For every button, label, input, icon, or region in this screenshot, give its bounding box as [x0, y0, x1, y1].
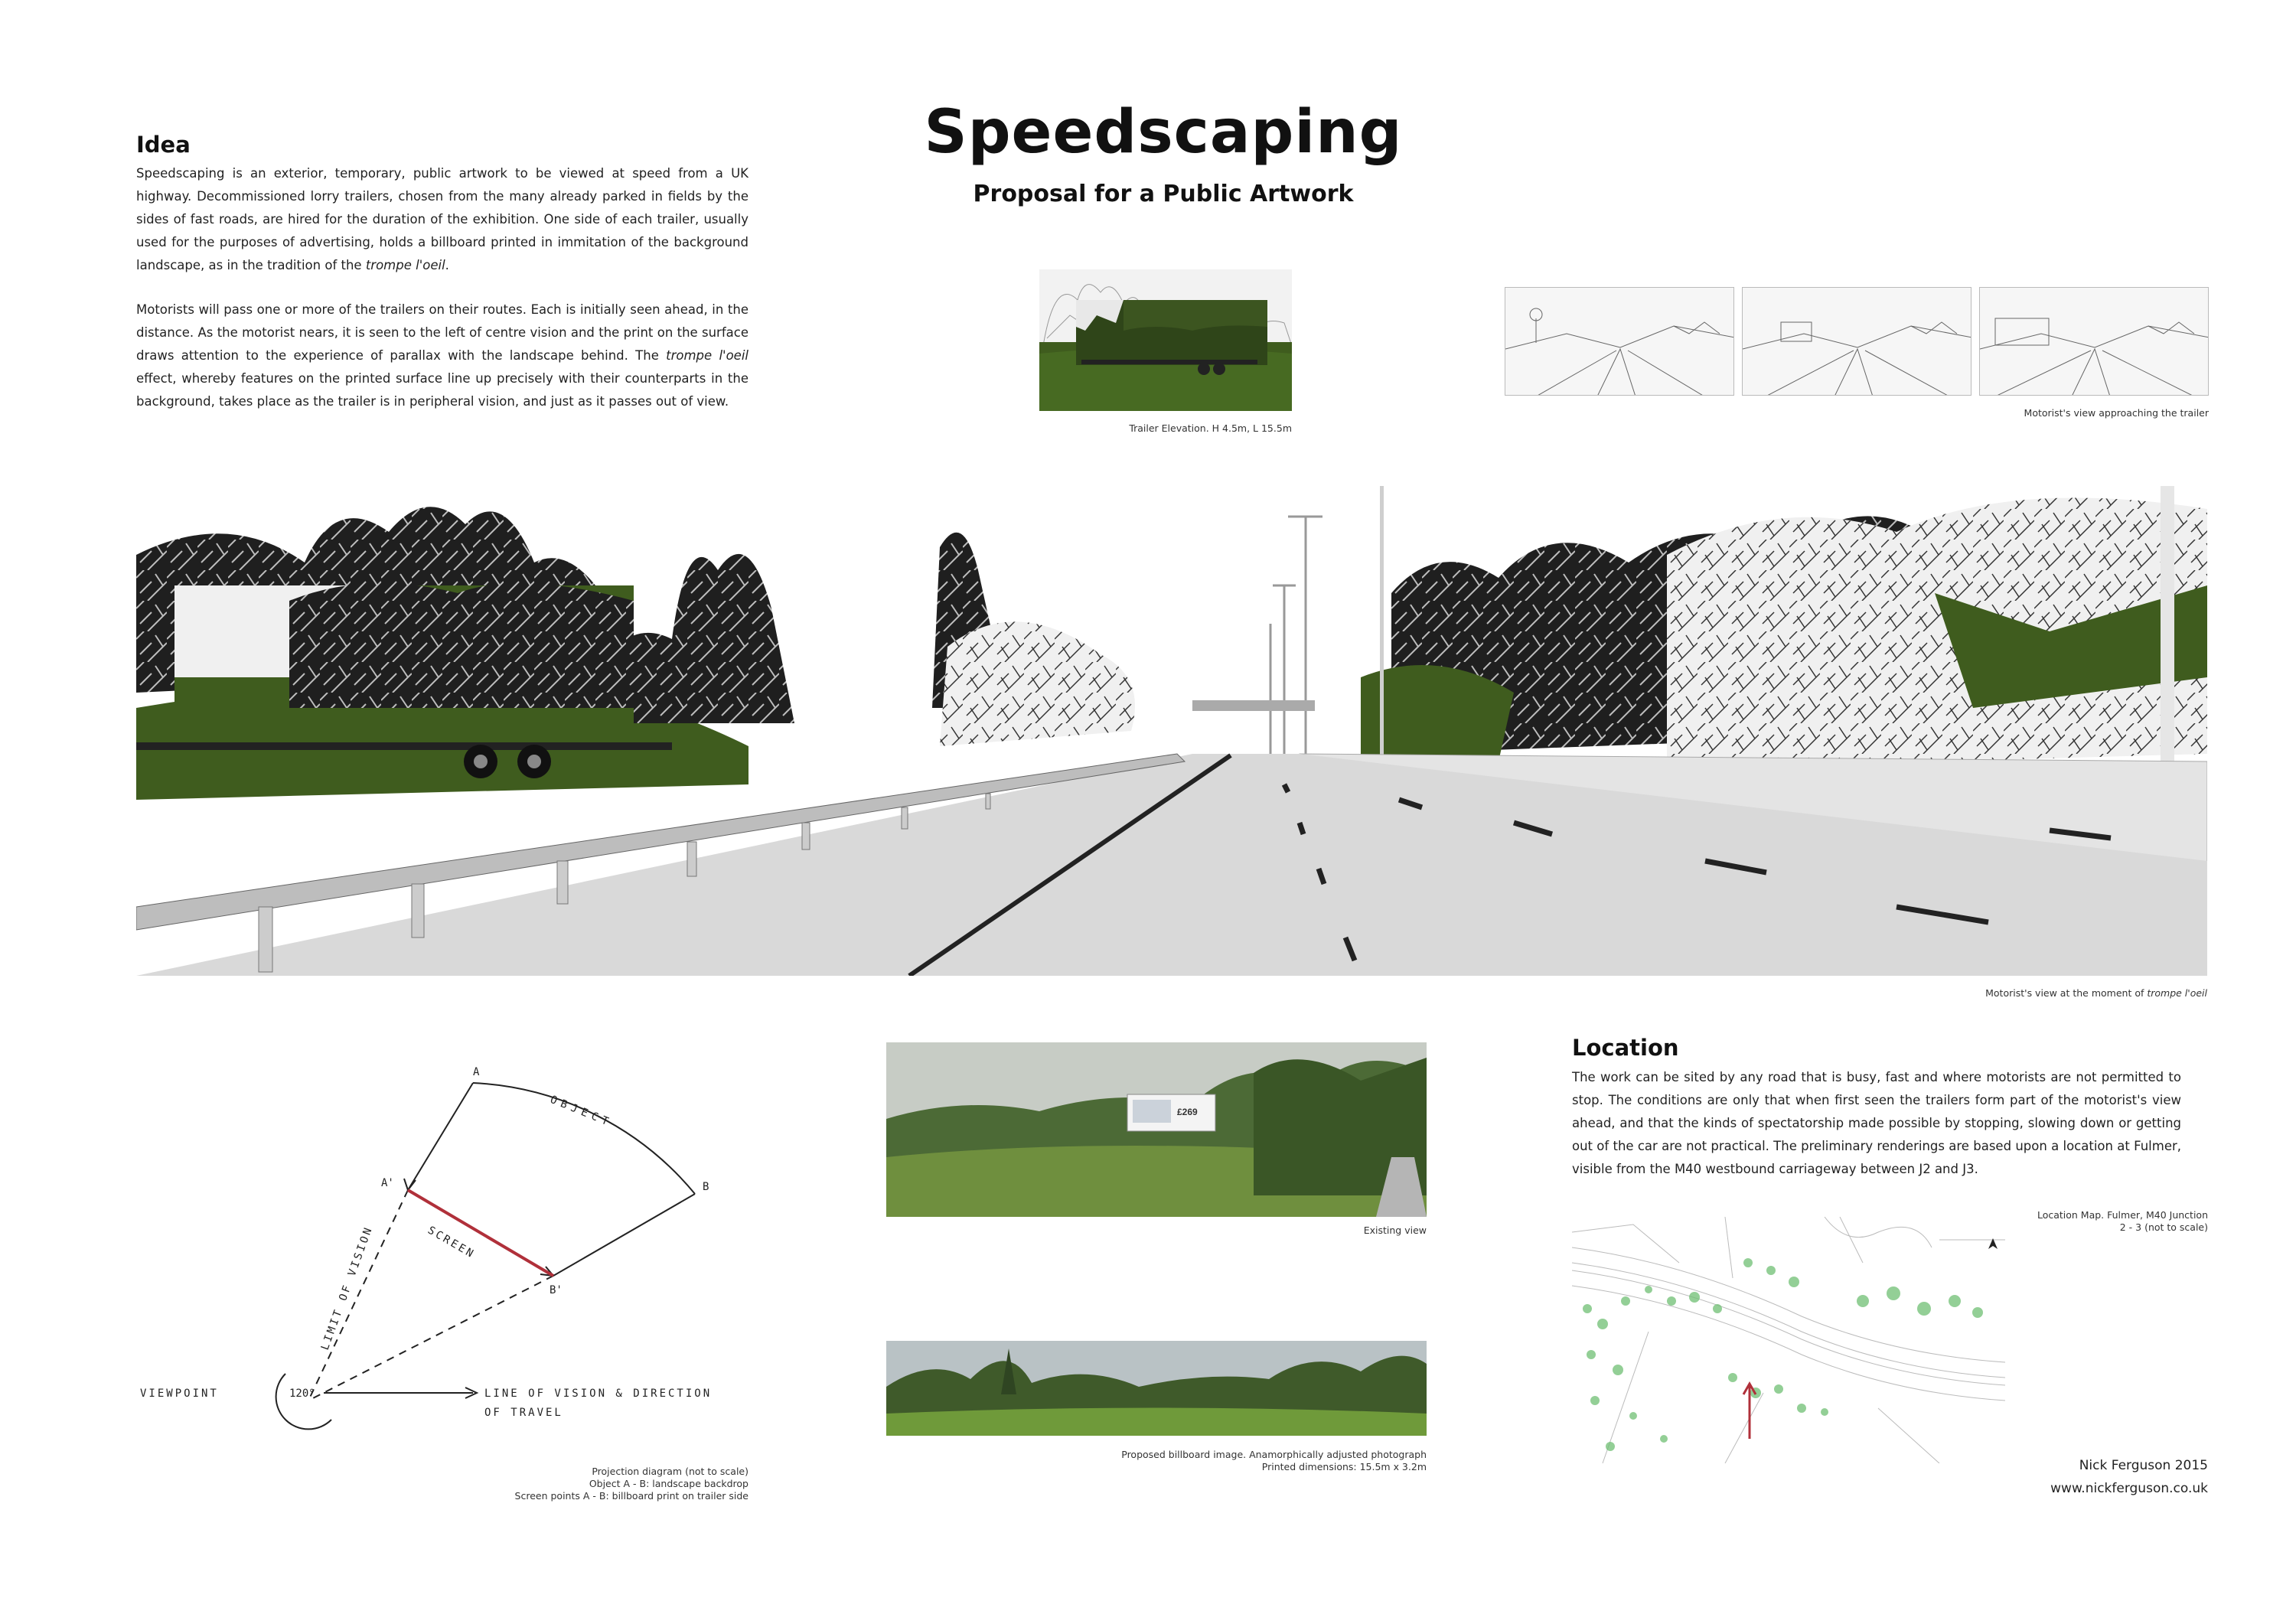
main-caption: Motorist's view at the moment of trompe … [1985, 987, 2207, 999]
idea-heading: Idea [136, 132, 191, 158]
map-caption: Location Map. Fulmer, M40 Junction 2 - 3… [2037, 1209, 2208, 1233]
north-arrow-icon [1988, 1238, 1998, 1249]
diagram-label-object: OBJECT [549, 1094, 615, 1130]
billboard-image-photo [886, 1341, 1427, 1436]
page-title: Speedscaping [924, 98, 1403, 167]
idea-paragraph-1: Speedscaping is an exterior, temporary, … [136, 166, 748, 272]
diagram-label-a-prime: A' [381, 1177, 394, 1189]
website-link[interactable]: www.nickferguson.co.uk [2050, 1481, 2208, 1496]
approach-caption: Motorist's view approaching the trailer [2024, 407, 2209, 419]
existing-view-photo: £269 [886, 1042, 1427, 1217]
diagram-label-line-2: OF TRAVEL [484, 1407, 563, 1419]
diagram-label-viewpoint: VIEWPOINT [140, 1388, 219, 1400]
diagram-label-a: A [473, 1066, 480, 1078]
existing-caption: Existing view [1363, 1225, 1427, 1236]
approach-sketch-2 [1742, 287, 1971, 396]
location-map [1572, 1217, 2005, 1463]
projection-caption: Projection diagram (not to scale) Object… [514, 1466, 748, 1502]
author-name: Nick Ferguson 2015 [2079, 1458, 2208, 1473]
trailer-elevation-image [1039, 269, 1292, 411]
main-rendering-image [136, 478, 2207, 976]
approach-sketch-3 [1979, 287, 2209, 396]
location-text: The work can be sited by any road that i… [1572, 1070, 2181, 1176]
trailer-caption: Trailer Elevation. H 4.5m, L 15.5m [1129, 422, 1292, 434]
idea-paragraph-2: Motorists will pass one or more of the t… [136, 302, 748, 409]
footer: Nick Ferguson 2015 www.nickferguson.co.u… [1978, 1454, 2208, 1500]
diagram-label-screen: SCREEN [426, 1225, 477, 1261]
diagram-label-limit: LIMIT OF VISION [319, 1225, 376, 1352]
existing-billboard-ad-text: £269 [1177, 1107, 1198, 1117]
diagram-label-b: B [703, 1181, 709, 1193]
page-subtitle: Proposal for a Public Artwork [973, 181, 1354, 207]
location-heading: Location [1572, 1035, 1679, 1061]
diagram-label-b-prime: B' [550, 1284, 563, 1296]
idea-text: Speedscaping is an exterior, temporary, … [136, 162, 748, 435]
billboard-caption: Proposed billboard image. Anamorphically… [1121, 1449, 1427, 1472]
diagram-label-angle: 120° [289, 1388, 315, 1400]
projection-diagram: A B A' B' OBJECT SCREEN LIMIT OF VISION … [136, 1045, 748, 1469]
diagram-label-line-1: LINE OF VISION & DIRECTION [484, 1388, 712, 1400]
approach-sketch-1 [1505, 287, 1734, 396]
